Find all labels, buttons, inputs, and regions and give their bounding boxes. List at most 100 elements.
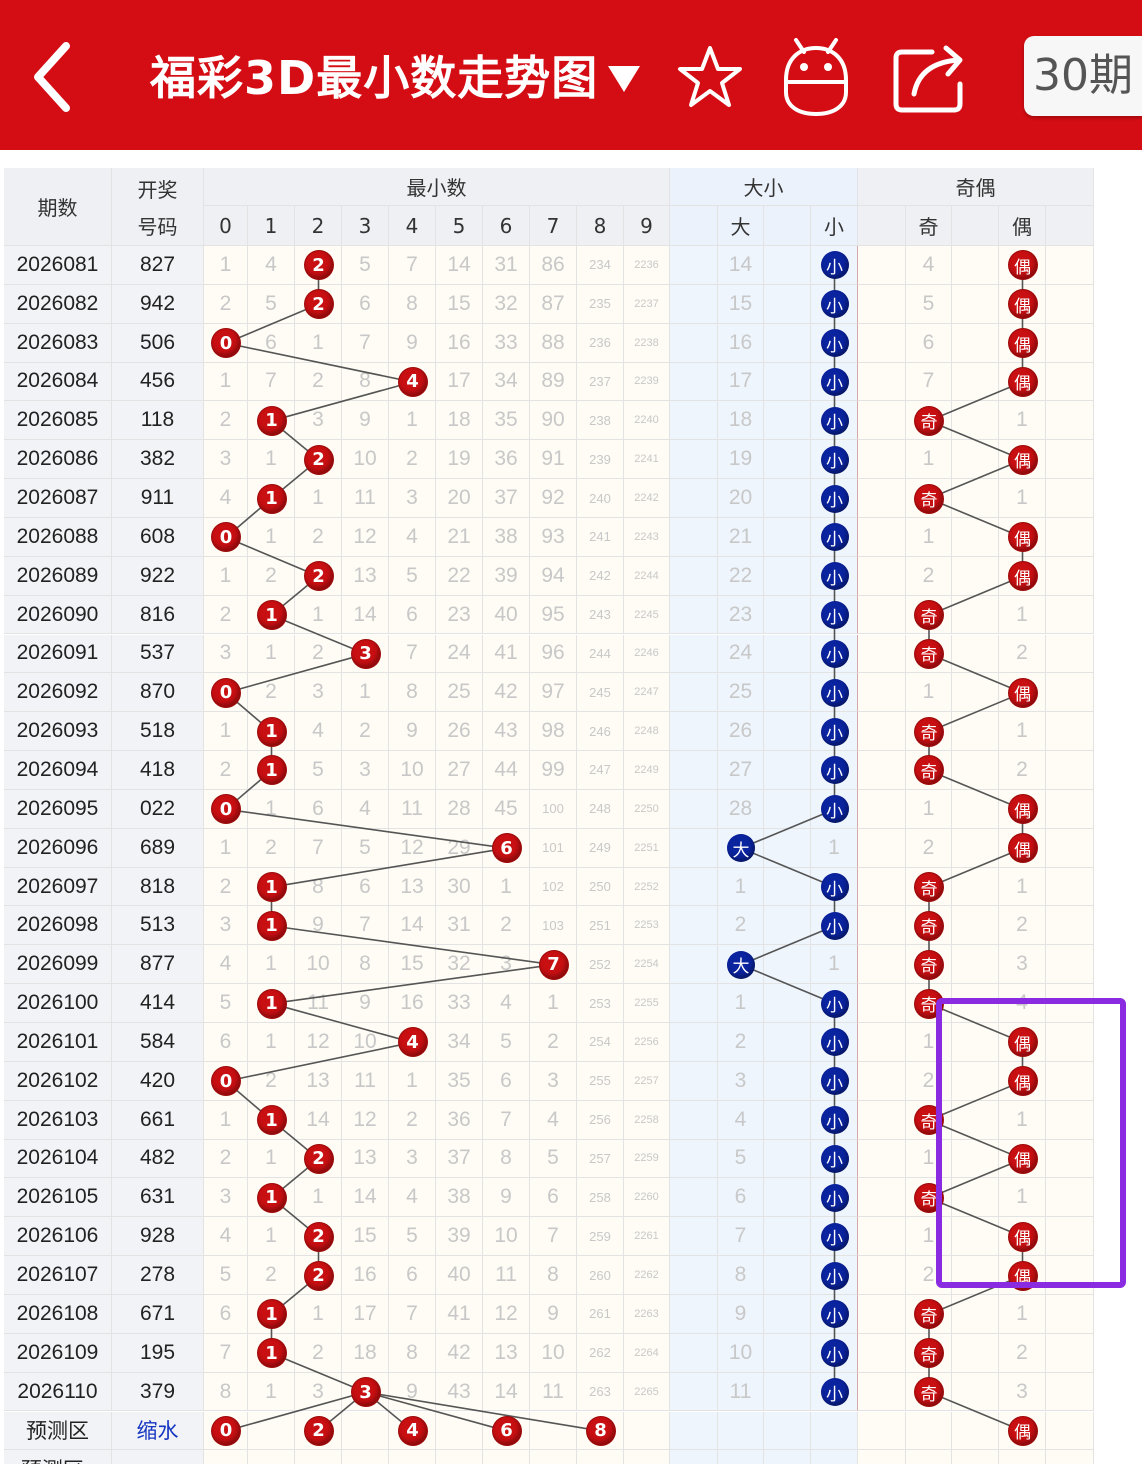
size-count-cell: 11 — [718, 1372, 764, 1412]
blank-cell — [1046, 1023, 1094, 1062]
page-title[interactable]: 福彩3D最小数走势图 — [150, 51, 599, 105]
chevron-left-icon[interactable] — [30, 42, 74, 112]
issue-cell: 2026092 — [4, 673, 112, 713]
issue-cell: 2026088 — [4, 517, 112, 557]
period-select-button[interactable]: 30期 — [1024, 36, 1142, 116]
miss-count-cell: 4 — [530, 1100, 577, 1140]
miss-count-cell: 34 — [483, 362, 530, 402]
min-ball: 1 — [257, 756, 286, 785]
miss-count-cell: 2 — [248, 1256, 295, 1295]
header-digit-7: 7 — [530, 206, 577, 246]
miss-count-cell: 101 — [530, 828, 577, 868]
predict-even-ball: 偶 — [1008, 1416, 1037, 1445]
miss-count-cell: 89 — [530, 362, 577, 402]
miss-count-cell: 2260 — [624, 1178, 670, 1218]
robot-icon[interactable] — [780, 36, 852, 118]
miss-count-cell: 45 — [483, 789, 530, 829]
size-count-cell: 4 — [718, 1100, 764, 1140]
oe-count-cell: 1 — [999, 479, 1046, 518]
miss-count-cell: 1 — [295, 1294, 342, 1334]
issue-cell: 2026104 — [4, 1139, 112, 1179]
oe-count-cell: 7 — [906, 362, 952, 402]
oe-ball: 奇 — [915, 406, 943, 435]
blank-cell — [1046, 440, 1094, 480]
miss-count-cell: 8 — [204, 1372, 248, 1412]
miss-count-cell: 2240 — [624, 401, 670, 441]
blank-cell — [858, 517, 906, 557]
size-count-cell: 7 — [718, 1217, 764, 1257]
miss-count-cell: 2248 — [624, 712, 670, 752]
miss-count-cell: 2249 — [624, 751, 670, 790]
miss-count-cell: 235 — [577, 284, 624, 324]
blank-cell — [1046, 323, 1094, 363]
miss-count-cell: 3 — [295, 673, 342, 713]
draw-cell: 631 — [112, 1178, 204, 1218]
blank-cell — [1046, 401, 1094, 441]
blank-cell — [858, 1294, 906, 1334]
miss-count-cell: 261 — [577, 1294, 624, 1334]
header-digit-5: 5 — [436, 206, 483, 246]
header-gap — [0, 150, 1142, 168]
miss-count-cell: 1 — [204, 712, 248, 752]
blank-cell — [858, 673, 906, 713]
miss-count-cell: 13 — [295, 1061, 342, 1101]
header-size-group: 大小 — [670, 168, 858, 206]
draw-cell: 537 — [112, 634, 204, 674]
size-count-cell: 17 — [718, 362, 764, 402]
blank-cell — [1046, 556, 1094, 596]
miss-count-cell: 2265 — [624, 1372, 670, 1412]
min-ball: 2 — [304, 1261, 333, 1290]
miss-count-cell: 41 — [483, 634, 530, 674]
predict-mode[interactable]: 缩水 — [112, 1411, 204, 1451]
min-ball: 1 — [257, 601, 286, 630]
blank-cell — [1046, 634, 1094, 674]
blank-cell — [670, 284, 718, 324]
trend-line — [271, 1002, 413, 1044]
draw-cell: 818 — [112, 867, 204, 907]
predict2-cell — [295, 1450, 342, 1464]
blank-cell — [952, 595, 999, 635]
size-count-cell: 22 — [718, 556, 764, 596]
size-count-cell: 5 — [718, 1139, 764, 1179]
oe-ball: 奇 — [915, 756, 943, 785]
miss-count-cell: 87 — [530, 284, 577, 324]
miss-count-cell: 3 — [204, 440, 248, 480]
miss-count-cell: 8 — [389, 284, 436, 324]
miss-count-cell: 2247 — [624, 673, 670, 713]
header-digit-3: 3 — [342, 206, 389, 246]
blank-cell — [1046, 1217, 1094, 1257]
draw-cell: 506 — [112, 323, 204, 363]
blank-cell — [858, 1100, 906, 1140]
miss-count-cell: 12 — [295, 1023, 342, 1062]
blank-cell — [858, 1333, 906, 1373]
triangle-down-icon[interactable] — [606, 64, 642, 94]
predict-ball: 6 — [492, 1416, 521, 1445]
blank-cell — [670, 323, 718, 363]
blank-cell — [764, 556, 811, 596]
miss-count-cell: 1 — [248, 1372, 295, 1412]
size-count-cell: 24 — [718, 634, 764, 674]
blank-cell — [858, 828, 906, 868]
header-spacer — [764, 206, 811, 246]
size-ball: 小 — [820, 406, 849, 435]
miss-count-cell: 14 — [342, 1178, 389, 1218]
miss-count-cell: 16 — [436, 323, 483, 363]
miss-count-cell: 6 — [342, 284, 389, 324]
issue-cell: 2026090 — [4, 595, 112, 635]
miss-count-cell: 16 — [389, 984, 436, 1023]
miss-count-cell: 3 — [530, 1061, 577, 1101]
blank-cell — [1046, 246, 1094, 285]
blank-cell — [670, 1217, 718, 1257]
blank-cell — [858, 323, 906, 363]
miss-count-cell: 2239 — [624, 362, 670, 402]
blank-cell — [858, 1061, 906, 1101]
share-icon[interactable] — [892, 42, 968, 114]
oe-count-cell: 2 — [999, 906, 1046, 946]
star-icon[interactable] — [676, 44, 744, 110]
issue-cell: 2026095 — [4, 789, 112, 829]
oe-ball: 奇 — [915, 601, 943, 630]
miss-count-cell: 252 — [577, 945, 624, 985]
miss-count-cell: 246 — [577, 712, 624, 752]
issue-cell: 2026102 — [4, 1061, 112, 1101]
blank-cell — [670, 1061, 718, 1101]
